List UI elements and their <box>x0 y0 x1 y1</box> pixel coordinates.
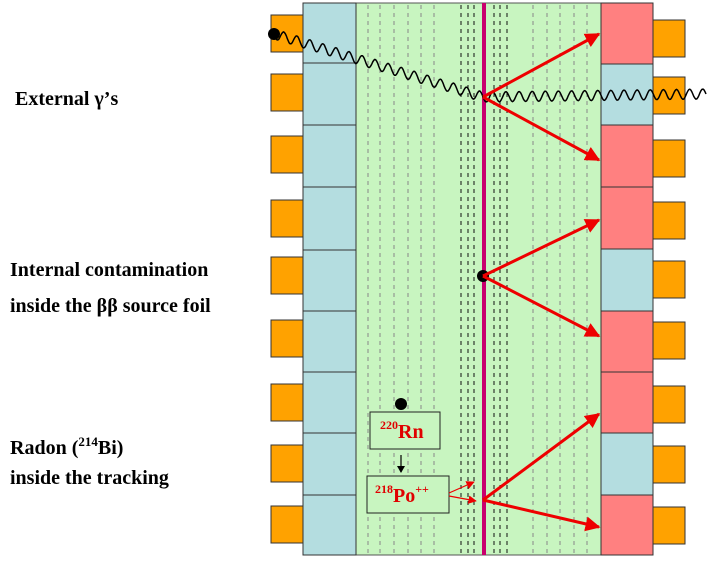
right-scintillator-block-hit <box>600 124 654 188</box>
right-pmt-block <box>652 445 686 484</box>
internal-contamination-label-line1: Internal contamination <box>10 259 209 281</box>
rn220-box <box>369 411 441 450</box>
radon-atom-dot <box>395 398 407 410</box>
external-gammas-label: External γ’s <box>15 88 119 110</box>
po218-charge: ++ <box>415 482 429 496</box>
rn220-label: 220Rn <box>380 418 424 444</box>
radon-arrow-down <box>482 498 601 532</box>
right-scintillator-block <box>600 248 654 312</box>
right-pmt-block <box>652 385 686 424</box>
po-drift-arrow-lower <box>448 495 477 504</box>
radon-label-line2: inside the tracking <box>10 467 169 489</box>
left-pmt-block <box>270 256 304 295</box>
left-scintillator-block <box>302 432 357 496</box>
right-scintillator-block-hit <box>600 494 654 556</box>
left-pmt-block <box>270 505 304 544</box>
left-pmt-blocks <box>270 14 304 544</box>
left-scintillator-block <box>302 371 357 434</box>
po218-box <box>366 475 450 514</box>
right-scintillator-block-hit <box>600 2 654 65</box>
internal-arrow-up <box>482 218 601 278</box>
po218-symbol: Po <box>393 485 416 507</box>
decay-arrow-head <box>397 466 405 473</box>
left-scintillator-block <box>302 494 357 556</box>
left-scintillator-block <box>302 124 357 188</box>
left-pmt-block <box>270 319 304 358</box>
right-pmt-block <box>652 139 686 178</box>
left-scintillator-block <box>302 62 357 126</box>
left-scintillator-block <box>302 249 357 312</box>
right-pmt-block <box>652 506 686 545</box>
right-scintillator-block <box>600 432 654 496</box>
left-pmt-block <box>270 383 304 422</box>
right-pmt-block <box>652 19 686 58</box>
left-scintillator-block <box>302 310 357 373</box>
gamma-source-dot <box>268 28 280 40</box>
radon-label-line1: Radon (214Bi) <box>10 434 123 460</box>
internal-contamination-label-line2: inside the ββ source foil <box>10 295 211 317</box>
right-scintillator-block-hit <box>600 186 654 250</box>
radon-label-pre: Radon ( <box>10 437 79 459</box>
right-scintillator-block-hit <box>600 310 654 373</box>
po218-mass: 218 <box>375 482 393 496</box>
left-scintillator-block <box>302 186 357 251</box>
left-pmt-block <box>270 199 304 238</box>
rn220-mass: 220 <box>380 418 398 432</box>
radon-label-sup: 214 <box>78 434 98 449</box>
left-pmt-block <box>270 135 304 174</box>
left-pmt-block <box>270 73 304 112</box>
right-scintillator-column <box>600 2 654 556</box>
left-scintillator-block <box>302 2 357 64</box>
left-scintillator-column <box>302 2 357 556</box>
rn220-symbol: Rn <box>398 421 424 443</box>
radon-label-post: Bi) <box>97 437 124 459</box>
external-arrow-down <box>482 95 601 162</box>
po-drift-arrow-upper <box>448 481 475 494</box>
right-scintillator-block-hit <box>600 371 654 434</box>
external-arrow-up <box>482 32 601 99</box>
po218-label: 218Po++ <box>375 482 429 508</box>
right-pmt-block <box>652 321 686 360</box>
internal-arrow-down <box>482 274 601 338</box>
radon-arrow-up <box>482 412 601 502</box>
right-pmt-block <box>652 201 686 240</box>
right-pmt-block <box>652 260 686 299</box>
left-pmt-block <box>270 444 304 483</box>
